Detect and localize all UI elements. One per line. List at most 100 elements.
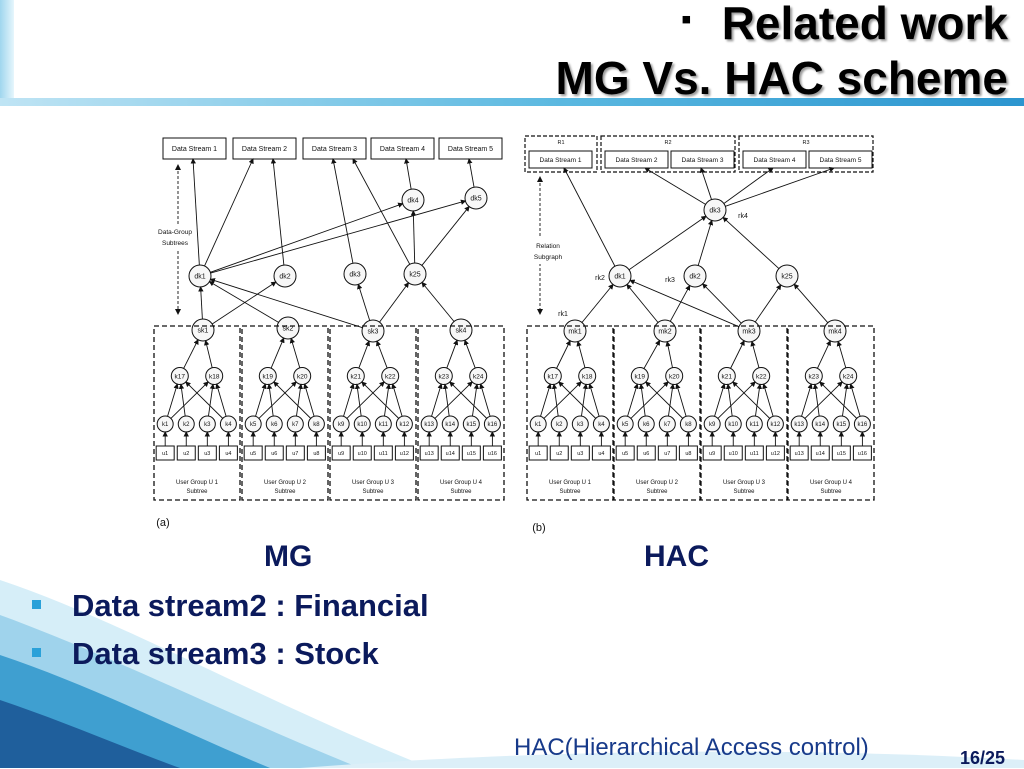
data-stream-box: u15	[831, 445, 851, 461]
key-node-label: k10	[728, 422, 738, 428]
key-node-label: k7	[664, 422, 671, 428]
key-node-label: dk3	[349, 271, 360, 278]
edge-arrow	[431, 383, 443, 417]
data-stream-box: Data Stream 1	[528, 150, 593, 169]
rk-label: rk3	[665, 277, 675, 284]
edge-arrow	[697, 219, 714, 266]
key-node-label: k3	[204, 422, 211, 428]
box-label: u14	[446, 451, 455, 457]
data-stream-box: u1	[528, 445, 548, 461]
key-node: k9	[703, 415, 721, 433]
box-border	[528, 150, 593, 169]
key-node: k20	[665, 367, 684, 385]
key-node: k24	[839, 367, 858, 385]
key-node-circle	[775, 264, 799, 288]
user-group-subtree-border	[241, 325, 329, 501]
data-stream-box: u9	[331, 445, 351, 461]
box-label: u6	[271, 451, 277, 457]
data-stream-box: u6	[264, 445, 284, 461]
user-group-subtree-border	[787, 325, 875, 501]
edge-arrow	[626, 283, 659, 323]
key-node: k16	[853, 415, 871, 433]
user-group-subtree-border	[700, 325, 788, 501]
key-node-label: k15	[466, 422, 476, 428]
title-bullet: ▪	[681, 3, 692, 36]
edge-arrow	[725, 383, 733, 417]
edge-arrow	[449, 381, 488, 419]
edge-arrow	[190, 158, 200, 266]
box-label: u6	[643, 451, 649, 457]
edge-arrow	[556, 340, 571, 369]
box-label: u4	[598, 451, 604, 457]
box-label: u5	[622, 451, 628, 457]
box-label: u10	[358, 451, 367, 457]
key-node-label: k17	[548, 373, 559, 380]
box-label: Data Stream 1	[540, 157, 582, 164]
key-node-label: k7	[292, 422, 299, 428]
edge-arrow	[343, 383, 355, 417]
key-node-circle	[449, 318, 473, 342]
key-node: k22	[752, 367, 771, 385]
edge-arrow	[750, 340, 760, 368]
key-node: k1	[156, 415, 174, 433]
side-arrow-head	[175, 309, 181, 315]
key-node: k3	[198, 415, 216, 433]
key-node: k5	[244, 415, 262, 433]
edge-arrow	[558, 381, 597, 419]
edge-arrow	[346, 381, 385, 419]
side-arrow-head	[537, 309, 543, 315]
data-stream-box: u5	[243, 445, 263, 461]
key-node: k6	[265, 415, 283, 433]
key-node-label: k16	[488, 422, 498, 428]
data-stream-box: Data Stream 3	[302, 137, 367, 160]
edge-arrow	[804, 381, 843, 419]
key-node: k25	[403, 262, 427, 286]
edge-arrow	[446, 339, 459, 369]
box-label: u15	[467, 451, 476, 457]
box-label: u13	[795, 451, 804, 457]
key-node: k25	[775, 264, 799, 288]
edge-arrow	[183, 339, 199, 369]
data-stream-box: u10	[723, 445, 743, 461]
bullet-item-data-stream3: Data stream3 : Stock	[32, 634, 429, 682]
edge-arrow	[669, 284, 691, 322]
data-stream-box: u2	[176, 445, 196, 461]
key-node-label: mk4	[828, 328, 841, 335]
edge-arrow	[472, 383, 480, 417]
key-node: dk1	[608, 264, 632, 288]
edge-arrow	[198, 286, 204, 320]
edge-arrow	[725, 166, 835, 207]
edge-arrow	[170, 381, 209, 419]
key-node-label: k17	[175, 373, 186, 380]
key-node-circle	[683, 264, 707, 288]
subtree-label: User Group U 1	[549, 480, 592, 486]
edge-arrow	[208, 383, 216, 417]
key-node-label: dk5	[470, 195, 481, 202]
key-node-label: k11	[379, 422, 389, 428]
key-node-label: k8	[313, 422, 320, 428]
edge-arrow	[255, 383, 267, 417]
data-stream-box: Data Stream 2	[232, 137, 297, 160]
edge-arrow	[479, 383, 491, 417]
key-node: k2	[177, 415, 195, 433]
key-node: k12	[766, 415, 784, 433]
box-label: Data Stream 1	[172, 146, 217, 153]
box-label: Data Stream 4	[754, 157, 796, 164]
relation-box-border	[600, 135, 736, 173]
edge-arrow	[211, 281, 277, 325]
key-node-label: k25	[781, 273, 792, 280]
key-node-label: k5	[622, 422, 629, 428]
key-node: k12	[395, 415, 413, 433]
key-node-label: k21	[351, 373, 362, 380]
box-label: u1	[162, 451, 168, 457]
box-label: u16	[858, 451, 867, 457]
key-node: dk2	[273, 264, 297, 288]
key-node-label: k6	[643, 422, 650, 428]
key-node-label: k1	[535, 422, 542, 428]
key-node-label: k9	[338, 422, 345, 428]
box-label: u15	[837, 451, 846, 457]
key-node: k22	[381, 367, 400, 385]
key-node: sk1	[191, 318, 215, 342]
key-node: k20	[293, 367, 312, 385]
side-label-line2: Subgraph	[534, 254, 563, 261]
